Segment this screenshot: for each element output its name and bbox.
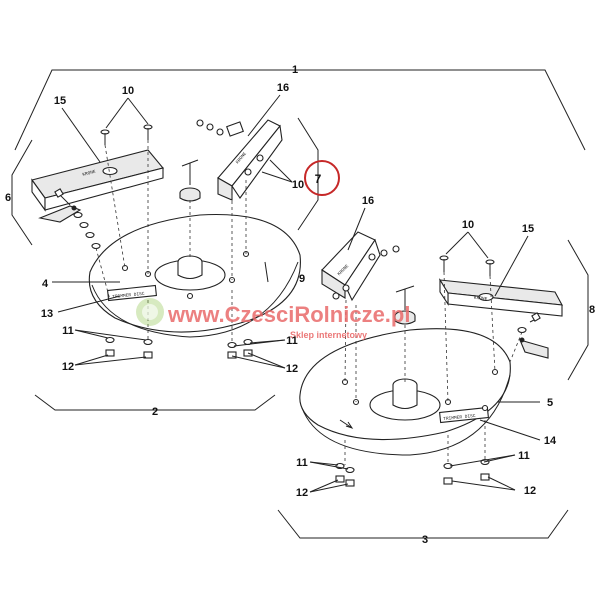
svg-text:KRONE: KRONE bbox=[82, 169, 97, 178]
callout-12-right-b: 12 bbox=[524, 485, 536, 497]
right-guard-plate: KRONE bbox=[438, 278, 563, 317]
callout-15-left: 15 bbox=[54, 95, 66, 107]
callout-15-right: 15 bbox=[522, 223, 534, 235]
group-bracket-6 bbox=[11, 139, 33, 246]
callout-6: 6 bbox=[5, 192, 11, 204]
callout-3: 3 bbox=[422, 534, 428, 546]
left-washers bbox=[73, 211, 101, 250]
callout-12-right-a: 12 bbox=[296, 487, 308, 499]
callout-12-left-a: 12 bbox=[62, 361, 74, 373]
highlight-circle bbox=[304, 160, 340, 196]
callout-9: 9 bbox=[299, 273, 305, 285]
watermark-tagline: Sklep internetowy bbox=[290, 330, 367, 340]
callout-2: 2 bbox=[152, 406, 158, 418]
callout-10-left: 10 bbox=[122, 85, 134, 97]
left-bolts bbox=[100, 124, 153, 145]
right-knob-bolt bbox=[394, 285, 416, 325]
callout-numbers: 1 2 3 4 5 6 7 8 9 10 10 10 11 11 11 11 1… bbox=[5, 64, 595, 546]
callout-14: 14 bbox=[544, 435, 557, 447]
callout-10-left-bracket: 10 bbox=[292, 179, 304, 191]
watermark-site: www.CzesciRolnicze.pl bbox=[167, 302, 410, 327]
callout-11-right-a: 11 bbox=[296, 457, 308, 469]
callout-11-right-b: 11 bbox=[518, 450, 530, 462]
callout-8: 8 bbox=[589, 304, 595, 316]
right-bracket: KRONE bbox=[321, 231, 400, 302]
callout-10-right: 10 bbox=[462, 219, 474, 231]
right-blade bbox=[517, 312, 549, 359]
svg-text:KRONE: KRONE bbox=[474, 295, 488, 302]
group-bracket-3 bbox=[277, 509, 569, 539]
group-bracket-8 bbox=[567, 239, 589, 381]
left-knob-bolt bbox=[179, 159, 201, 202]
left-guard-plate: KRONE bbox=[31, 149, 164, 212]
group-bracket-2 bbox=[34, 394, 276, 411]
right-disc: TRIMMER DISC bbox=[299, 328, 511, 456]
leader-lines bbox=[52, 94, 541, 493]
callout-16-right: 16 bbox=[362, 195, 374, 207]
left-blade bbox=[38, 188, 82, 223]
callout-13: 13 bbox=[41, 308, 53, 320]
group-bracket-9 bbox=[297, 117, 319, 231]
callout-11-left-b: 11 bbox=[286, 335, 298, 347]
left-bracket: KRONE bbox=[196, 119, 283, 201]
left-disc: TRIMMER DISC bbox=[88, 213, 301, 338]
left-lower-hardware bbox=[105, 336, 253, 359]
callout-4: 4 bbox=[42, 278, 49, 290]
svg-text:TRIMMER DISC: TRIMMER DISC bbox=[112, 291, 145, 300]
callout-12-left-b: 12 bbox=[286, 363, 298, 375]
group-bracket-1 bbox=[14, 69, 586, 151]
svg-text:TRIMMER DISC: TRIMMER DISC bbox=[443, 413, 476, 422]
right-dash-lines bbox=[344, 271, 523, 465]
callout-11-left-a: 11 bbox=[62, 325, 74, 337]
callout-16-left: 16 bbox=[277, 82, 289, 94]
callout-1: 1 bbox=[292, 64, 298, 76]
callout-7: 7 bbox=[315, 172, 322, 186]
right-bolts bbox=[439, 255, 495, 276]
callout-5: 5 bbox=[547, 397, 553, 409]
watermark: www.CzesciRolnicze.pl Sklep internetowy bbox=[136, 298, 410, 340]
